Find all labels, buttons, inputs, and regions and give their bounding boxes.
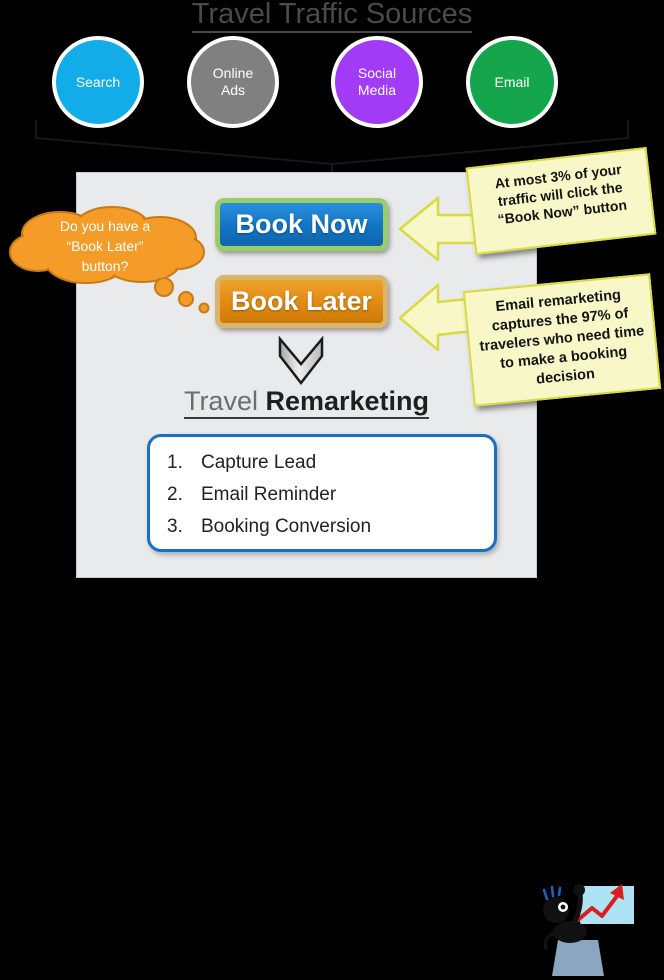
book-later-button[interactable]: Book Later xyxy=(215,275,388,328)
traffic-source-email[interactable]: Email xyxy=(466,36,558,128)
list-item: 2. Email Reminder xyxy=(167,479,371,511)
chevron-down-icon xyxy=(278,336,324,386)
traffic-source-online-ads[interactable]: Online Ads xyxy=(187,36,279,128)
list-item: 1. Capture Lead xyxy=(167,447,371,479)
traffic-source-social-media[interactable]: Social Media xyxy=(331,36,423,128)
step-label: Capture Lead xyxy=(201,452,317,473)
step-label: Email Reminder xyxy=(201,484,337,505)
remarketing-steps-card: 1. Capture Lead 2. Email Reminder 3. Bookin… xyxy=(147,434,634,976)
thought-bubble-dots xyxy=(154,278,210,314)
remarketing-heading-light: Travel xyxy=(183,386,258,416)
step-label: Booking Conversion xyxy=(201,516,372,537)
book-now-button-label: Book Now xyxy=(235,209,368,239)
list-item: 3. Booking Conversion xyxy=(167,511,371,543)
traffic-source-search[interactable]: Search xyxy=(52,36,144,128)
traffic-source-social-media-label: Social Media xyxy=(357,65,397,98)
step-number: 1. xyxy=(167,452,183,473)
book-later-button-label: Book Later xyxy=(230,286,373,316)
remarketing-heading-bold: Remarketing xyxy=(265,386,430,416)
step-number: 2. xyxy=(167,484,183,505)
callout-book-later: Email remarketing captures the 97% of tr… xyxy=(462,273,662,407)
thought-bubble xyxy=(9,206,205,284)
page-title-text: Travel Traffic Sources xyxy=(191,0,473,33)
step-number: 3. xyxy=(167,516,183,537)
callout-book-later-text: Email remarketing captures the 97% of tr… xyxy=(478,287,645,388)
remarketing-heading: Travel Remarketing xyxy=(76,386,537,419)
remarketing-steps-list: 1. Capture Lead 2. Email Reminder 3. Bookin… xyxy=(167,447,371,543)
traffic-source-search-label: Search xyxy=(75,73,121,90)
callout-book-now-text: At most 3% of your traffic will click th… xyxy=(493,160,628,228)
traffic-source-email-label: Email xyxy=(494,73,530,90)
presenter-chart-icon xyxy=(542,884,634,976)
page-title: Travel Traffic Sources xyxy=(0,0,664,33)
traffic-source-online-ads-label: Online Ads xyxy=(212,65,254,98)
book-now-button[interactable]: Book Now xyxy=(215,198,388,251)
